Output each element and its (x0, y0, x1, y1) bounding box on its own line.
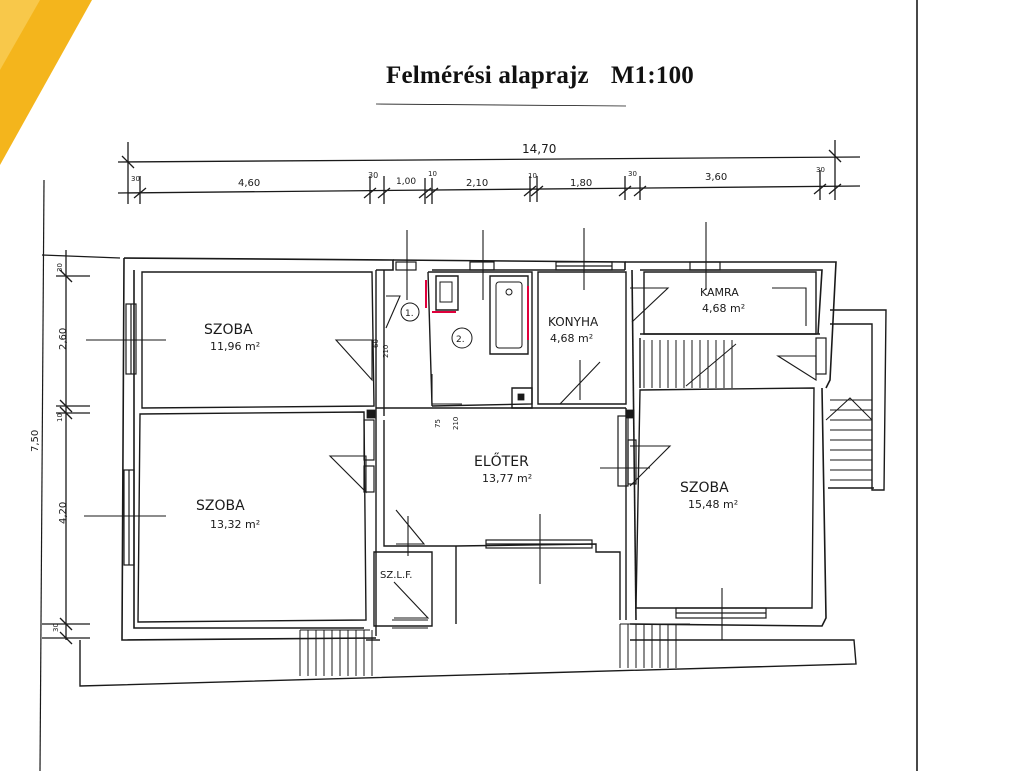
room-name-konyha: KONYHA (548, 315, 599, 329)
chimney-marks (366, 393, 635, 419)
dim-top-2: 30 (368, 171, 378, 180)
title-text: Felmérési alaprajz (386, 62, 589, 89)
paper-edge-left (39, 179, 45, 771)
dim-top-10: 30 (816, 166, 825, 174)
dim-small-3: 210 (452, 417, 460, 430)
dim-top-1: 4,60 (238, 178, 260, 189)
dim-small-2: 75 (434, 419, 442, 428)
dim-top-0: 30 (131, 175, 140, 183)
stairs (299, 340, 873, 676)
dim-top-4: 10 (428, 170, 437, 178)
top-dimension-lines (117, 140, 861, 204)
room-name-small: SZ.L.F. (380, 570, 412, 581)
marker-2: 2. (456, 335, 465, 345)
accent-marks (425, 280, 529, 340)
title-underline (375, 103, 627, 107)
room-area-szoba-1: 11,96 m² (210, 340, 260, 353)
section-lines (84, 222, 723, 640)
dim-top-7: 1,80 (570, 178, 592, 189)
dim-small-0: 60 (372, 339, 380, 348)
dim-small-1: 210 (382, 345, 390, 358)
dim-left-total: 7,50 (30, 430, 41, 452)
windows (123, 261, 827, 619)
left-dimension-lines (41, 250, 121, 645)
door-swings (328, 287, 817, 619)
dim-top-3: 1,00 (396, 177, 416, 187)
interior-walls (79, 270, 887, 687)
dim-total-width: 14,70 (522, 142, 556, 156)
dim-top-5: 2,10 (466, 178, 488, 189)
room-area-konyha: 4,68 m² (550, 332, 593, 345)
room-name-szoba-3: SZOBA (680, 480, 729, 496)
dim-top-6: 10 (528, 172, 537, 180)
dim-left-1: 2,60 (58, 328, 69, 350)
room-name-kamra: KAMRA (700, 286, 739, 299)
folder-corner (0, 0, 92, 165)
dim-left-0: 30 (56, 263, 64, 272)
room-area-eloter: 13,77 m² (482, 472, 532, 485)
dim-left-2: 10 (56, 413, 64, 422)
dim-top-8: 30 (628, 170, 637, 178)
dim-top-9: 3,60 (705, 172, 727, 183)
marker-1: 1. (405, 309, 414, 319)
title-scale: M1:100 (610, 62, 694, 89)
dim-left-4: 30 (52, 623, 60, 632)
room-name-szoba-1: SZOBA (204, 322, 253, 338)
room-name-eloter: ELŐTER (474, 452, 529, 470)
bath-fixtures (400, 281, 523, 349)
drawing-title: Felmérési alaprajz M1:100 (340, 62, 740, 90)
outer-walls (121, 257, 837, 641)
room-area-szoba-2: 13,32 m² (210, 518, 260, 531)
dim-left-3: 4,20 (58, 502, 69, 524)
room-area-kamra: 4,68 m² (702, 302, 745, 315)
room-area-szoba-3: 15,48 m² (688, 498, 738, 511)
room-name-szoba-2: SZOBA (196, 498, 245, 514)
